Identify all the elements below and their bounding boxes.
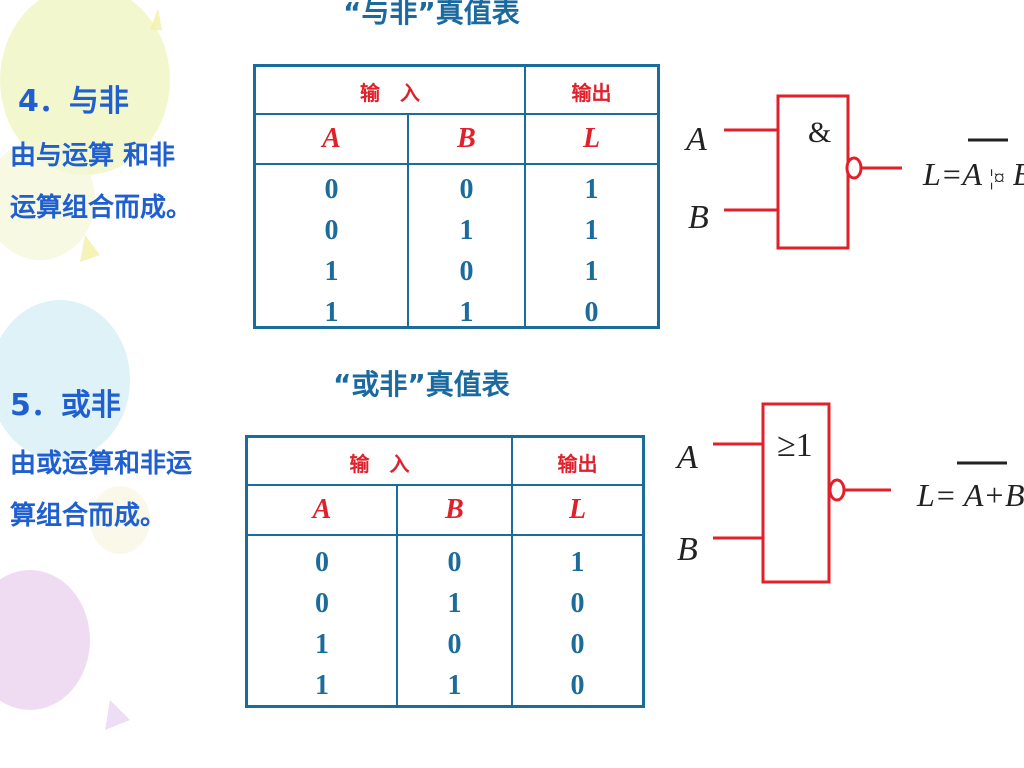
- column-b-values: 0 1 0 1: [398, 542, 511, 706]
- column-l-header: L: [568, 494, 587, 525]
- nor-description: 由或运算和非运 算组合而成。: [10, 438, 192, 542]
- balloon-shape: [0, 300, 130, 460]
- bit-value: 1: [570, 547, 585, 578]
- formula-left: L=A: [922, 156, 982, 192]
- bit-value: 1: [584, 215, 599, 246]
- output-header: 输出: [557, 452, 598, 476]
- bit-value: 0: [570, 629, 585, 660]
- bit-value: 0: [459, 256, 474, 287]
- nor-output-formula: L= A+B: [916, 477, 1024, 513]
- bit-value: 1: [315, 670, 329, 701]
- nand-gate-symbol: A B & L=A ¦¤ B: [684, 94, 1024, 250]
- inversion-bubble: [845, 156, 863, 180]
- bit-value: 1: [459, 297, 474, 328]
- nor-description-line2: 算组合而成。: [10, 501, 167, 531]
- column-a-values: 0 0 1 1: [248, 542, 396, 706]
- gate-function-label: ≥1: [777, 427, 813, 464]
- nand-description: 由与运算 和非 运算组合而成。: [10, 130, 192, 234]
- formula-right: B: [1013, 156, 1024, 192]
- formula-left: L=: [916, 477, 956, 513]
- bit-value: 0: [315, 547, 329, 578]
- nor-description-line1: 由或运算和非运: [10, 449, 193, 479]
- bit-value: 0: [324, 174, 339, 205]
- gate-input-b-label: B: [677, 531, 698, 568]
- nand-output-formula: L=A ¦¤ B: [922, 156, 1024, 192]
- formula-glyph: ¦¤: [989, 165, 1004, 190]
- bit-value: 1: [584, 256, 599, 287]
- bit-value: 0: [459, 174, 474, 205]
- bit-value: 1: [459, 215, 474, 246]
- nor-truth-table: 输 入 输出 A B L 0 0 1 1 0 1 0 1 1 0 0 0: [245, 435, 645, 708]
- bit-value: 0: [315, 588, 329, 619]
- bit-value: 0: [324, 215, 339, 246]
- column-a-values: 0 0 1 1: [256, 169, 407, 333]
- nor-heading: 5．或非: [10, 388, 121, 423]
- balloon-shape: [0, 0, 170, 175]
- bit-value: 0: [447, 547, 462, 578]
- column-b-header: B: [445, 494, 464, 525]
- nand-truth-table: 输 入 输出 A B L 0 0 1 1 0 1 0 1 1 1 1 0: [253, 64, 660, 329]
- nor-table-caption: “或非”真值表: [333, 368, 510, 401]
- nand-table-caption: “与非”真值表: [343, 0, 520, 29]
- bit-value: 1: [324, 297, 339, 328]
- gate-input-a-label: A: [675, 439, 698, 476]
- sparkle-shape: [150, 8, 162, 30]
- column-a-header: A: [312, 494, 332, 525]
- formula-right: A+B: [962, 477, 1024, 513]
- balloon-shape: [0, 570, 90, 710]
- bit-value: 0: [570, 588, 585, 619]
- column-l-values: 1 0 0 0: [513, 542, 642, 706]
- gate-input-b-label: B: [688, 199, 709, 236]
- bit-value: 1: [447, 670, 462, 701]
- input-header: 输 入: [349, 452, 410, 476]
- column-a-header: A: [322, 123, 341, 154]
- nor-gate-symbol: A B ≥1 L= A+B: [675, 402, 1024, 584]
- bit-value: 1: [324, 256, 339, 287]
- gate-function-label: &: [808, 116, 831, 149]
- bit-value: 1: [447, 588, 462, 619]
- bit-value: 0: [584, 297, 599, 328]
- balloon-shape: [0, 140, 95, 260]
- bit-value: 1: [584, 174, 599, 205]
- output-header: 输出: [571, 81, 612, 105]
- input-header: 输 入: [360, 81, 420, 105]
- inversion-bubble: [828, 478, 846, 502]
- nand-heading: 4．与非: [18, 84, 129, 119]
- column-b-header: B: [457, 123, 476, 154]
- column-l-header: L: [582, 123, 601, 154]
- bit-value: 0: [447, 629, 462, 660]
- bit-value: 1: [315, 629, 329, 660]
- balloon-shape: [90, 486, 150, 554]
- sparkle-shape: [105, 700, 130, 730]
- column-l-values: 1 1 1 0: [526, 169, 657, 333]
- gate-input-a-label: A: [684, 121, 707, 158]
- nand-description-line2: 运算组合而成。: [10, 193, 193, 223]
- column-b-values: 0 1 0 1: [409, 169, 524, 333]
- nand-description-line1: 由与运算 和非: [10, 141, 176, 171]
- sparkle-shape: [80, 235, 100, 262]
- bit-value: 0: [570, 670, 585, 701]
